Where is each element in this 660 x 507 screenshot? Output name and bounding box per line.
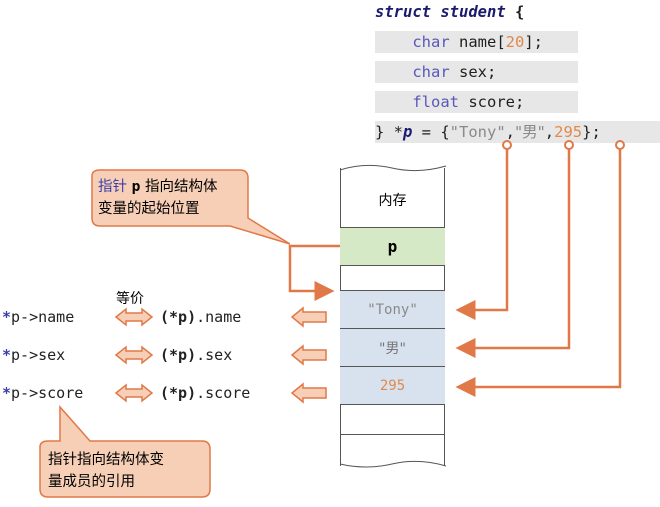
memory-name-value: "Tony"	[367, 301, 418, 318]
expr-left-score: *p->score	[2, 382, 83, 404]
memory-cell-empty	[340, 404, 445, 434]
memory-cell-gap	[340, 265, 445, 290]
memory-break-line	[340, 434, 445, 435]
comma-1: ,	[505, 123, 516, 141]
star-3: *	[2, 384, 12, 402]
arrow-score	[455, 146, 622, 397]
memory-title: 内存	[378, 193, 407, 209]
expr-right-score: (*p).score	[160, 382, 250, 404]
double-arrow-icon-2	[114, 345, 154, 365]
equiv-label: 等价	[116, 291, 144, 307]
callout-top-p: p	[131, 179, 141, 195]
code-line-init: } *p = {"Tony","男",295};	[375, 121, 660, 143]
callout-top-b: 指向结构体	[140, 179, 218, 195]
type-char-2: char	[412, 63, 450, 81]
struct-name: student	[440, 3, 506, 21]
type-char: char	[412, 33, 450, 51]
star-2: *	[2, 346, 12, 364]
expr-right-sex-text: .sex	[196, 346, 233, 364]
expr-left-score-text: p->score	[11, 384, 84, 402]
keyword-struct: struct	[375, 3, 431, 21]
field-name: name[	[459, 33, 506, 51]
memory-pointer-label: p	[387, 237, 398, 256]
init-score: 295	[554, 123, 583, 141]
left-arrow-icon-2	[290, 344, 327, 366]
callout-top-line2: 变量的起始位置	[98, 201, 200, 217]
arrow-pointer	[288, 244, 340, 301]
left-arrow-icon-1	[290, 306, 327, 328]
type-float: float	[412, 93, 459, 111]
dot-sex	[564, 140, 574, 150]
init-pre: } *	[375, 123, 403, 141]
expr-right-name: (*p).name	[160, 306, 241, 328]
callout-top-a: 指针	[98, 179, 127, 195]
code-line-sex: char sex;	[375, 61, 578, 83]
expr-right-name-text: .name	[196, 308, 242, 326]
callout-bottom-line2: 量成员的引用	[48, 474, 135, 490]
left-arrow-icon-3	[290, 382, 327, 404]
expr-right-score-text: .score	[196, 384, 251, 402]
expr-right-sex: (*p).sex	[160, 344, 232, 366]
deref-1: (*p)	[160, 308, 197, 326]
comma-2: ,	[544, 123, 555, 141]
field-sex: sex;	[459, 63, 497, 81]
code-line-struct: struct student {	[375, 1, 524, 23]
dot-score	[615, 140, 625, 150]
callout-bottom-shape	[39, 405, 211, 498]
callout-bottom-line1: 指针指向结构体变	[48, 452, 164, 468]
field-score: score;	[468, 93, 525, 111]
memory-cell-name: "Tony"	[340, 290, 445, 328]
expr-left-name-text: p->name	[11, 308, 75, 326]
callout-bottom-text: 指针指向结构体变 量成员的引用	[48, 449, 164, 493]
expr-left-sex: *p->sex	[2, 344, 65, 366]
callout-top-text: 指针 p 指向结构体 变量的起始位置	[98, 176, 217, 220]
dot-tony	[502, 140, 512, 150]
array-size: 20	[505, 33, 525, 51]
init-eq: = {	[412, 123, 450, 141]
code-line-score: float score;	[375, 91, 578, 113]
arrow-tony	[455, 146, 509, 320]
code-line-name: char name[20];	[375, 31, 578, 53]
memory-cell-pointer: p	[340, 227, 445, 265]
init-end: };	[582, 123, 601, 141]
star-1: *	[2, 308, 12, 326]
pointer-var: p	[403, 123, 413, 141]
init-sex: "男"	[515, 123, 545, 141]
expr-left-name: *p->name	[2, 306, 74, 328]
open-brace: {	[515, 3, 525, 21]
arrow-sex	[455, 146, 571, 358]
deref-2: (*p)	[160, 346, 197, 364]
expr-left-sex-text: p->sex	[11, 346, 66, 364]
memory-sex-value: "男"	[379, 340, 406, 357]
callout-top-shape	[91, 169, 290, 245]
memory-score-value: 295	[379, 377, 406, 394]
double-arrow-icon-3	[114, 383, 154, 403]
memory-bottom-edge	[339, 460, 447, 468]
deref-3: (*p)	[160, 384, 197, 402]
memory-cell-score: 295	[340, 366, 445, 404]
init-tony: "Tony"	[449, 123, 506, 141]
memory-cell-sex: "男"	[340, 328, 445, 366]
field-end: ];	[524, 33, 544, 51]
double-arrow-icon-1	[114, 307, 154, 327]
memory-top-edge	[339, 164, 447, 172]
